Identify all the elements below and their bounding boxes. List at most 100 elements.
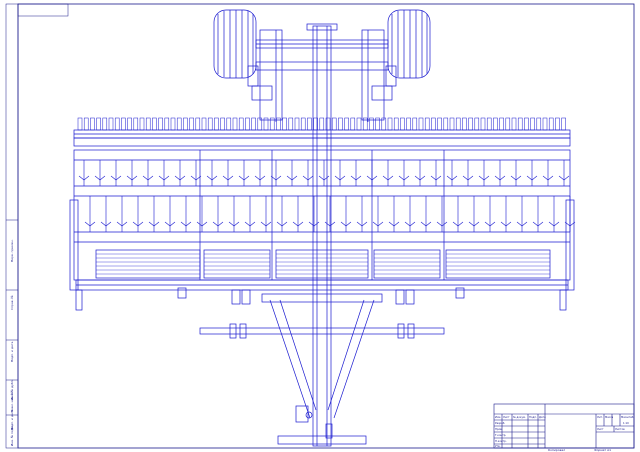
tine-tip bbox=[340, 221, 352, 227]
stamp-sheet: Лист bbox=[503, 415, 510, 419]
rear-rollers bbox=[95, 249, 551, 279]
stamp-developer: Разраб. bbox=[495, 421, 505, 425]
axle-frame bbox=[247, 29, 397, 122]
tine-tip bbox=[158, 175, 170, 181]
tine-tip bbox=[350, 175, 362, 181]
roller-tooth bbox=[238, 117, 244, 131]
roller-tooth bbox=[524, 117, 529, 131]
roller-teeth bbox=[77, 117, 566, 131]
tine-tip bbox=[190, 175, 202, 181]
roller-tooth bbox=[400, 117, 405, 131]
roller-tooth bbox=[288, 117, 294, 131]
tine-tip bbox=[148, 221, 160, 227]
roller-tooth bbox=[77, 117, 83, 131]
right-wheel bbox=[387, 9, 431, 79]
hitch-tongue bbox=[199, 293, 445, 445]
stamp-mass: Масса bbox=[605, 415, 614, 419]
tine-tip bbox=[212, 221, 224, 227]
roller-tooth bbox=[282, 117, 287, 131]
stamp-tech-control: Т.контр. bbox=[495, 433, 506, 437]
tine-tip bbox=[366, 175, 378, 181]
roller-tooth bbox=[412, 117, 418, 131]
tine-tip bbox=[462, 175, 474, 181]
stamp-scale-value: 1:10 bbox=[623, 421, 629, 425]
roller-tooth bbox=[517, 117, 523, 131]
roller-tooth bbox=[300, 117, 306, 131]
tine-tip bbox=[324, 221, 336, 227]
tine-tip bbox=[388, 221, 400, 227]
margin-label-reference: Справ. № bbox=[10, 295, 14, 310]
tine-tip bbox=[484, 221, 496, 227]
tine-tip bbox=[542, 175, 554, 181]
roller-tooth bbox=[418, 117, 424, 131]
tine-tip bbox=[244, 221, 256, 227]
stamp-scale: Масштаб bbox=[621, 415, 634, 419]
tine-tip bbox=[78, 175, 90, 181]
stamp-sheet-2: Лист bbox=[597, 427, 604, 431]
tine-tip bbox=[116, 221, 128, 227]
roller-tooth bbox=[548, 117, 554, 131]
margin-label-sign-date: Подп. и дата bbox=[10, 341, 14, 362]
central-drawbar bbox=[306, 23, 338, 447]
roller-tooth bbox=[313, 117, 318, 131]
roller-tooth bbox=[96, 117, 101, 131]
copied-label: Копировал bbox=[548, 448, 565, 452]
roller-tooth bbox=[350, 117, 356, 131]
roller-tooth bbox=[449, 117, 455, 131]
roller-tooth bbox=[102, 117, 108, 131]
roller-tooth bbox=[499, 117, 504, 131]
tine-tip bbox=[510, 175, 522, 181]
roller-tooth bbox=[505, 117, 511, 131]
tine-tip bbox=[286, 175, 298, 181]
roller-tooth bbox=[393, 117, 399, 131]
roller-tooth bbox=[152, 117, 157, 131]
tine-tip bbox=[270, 175, 282, 181]
roller-tooth bbox=[480, 117, 486, 131]
roller-tooth bbox=[344, 117, 349, 131]
tine-tip bbox=[206, 175, 218, 181]
tine-tip bbox=[132, 221, 144, 227]
roller-tooth bbox=[536, 117, 542, 131]
tine-tip bbox=[292, 221, 304, 227]
roller-tooth bbox=[127, 117, 132, 131]
roller-tooth bbox=[90, 117, 95, 131]
roller-tooth bbox=[561, 117, 566, 131]
machine-drawing bbox=[69, 9, 576, 447]
stamp-date: Дата bbox=[539, 415, 546, 419]
roller-tooth bbox=[319, 117, 325, 131]
tine-tip bbox=[468, 221, 480, 227]
tine-tip bbox=[308, 221, 320, 227]
format-label: Формат A1 bbox=[594, 448, 611, 452]
tine-tip bbox=[398, 175, 410, 181]
tine-tip bbox=[516, 221, 528, 227]
tine-tip bbox=[564, 221, 576, 227]
tine-tip bbox=[436, 221, 448, 227]
tine-tip bbox=[222, 175, 234, 181]
tine-tip bbox=[500, 221, 512, 227]
tine-tip bbox=[180, 221, 192, 227]
tine-tip bbox=[414, 175, 426, 181]
roller-tooth bbox=[437, 117, 442, 131]
roller-tooth bbox=[164, 117, 170, 131]
margin-label-primary-use: Перв. примен. bbox=[10, 239, 14, 262]
tine-tip bbox=[558, 175, 570, 181]
roller-tooth bbox=[158, 117, 163, 131]
tine-row-upper bbox=[78, 160, 570, 186]
roller-tooth bbox=[269, 117, 275, 131]
tine-tip bbox=[356, 221, 368, 227]
roller-tooth bbox=[307, 117, 312, 131]
stamp-norm-control: Н.контр. bbox=[495, 439, 507, 443]
roller-tooth bbox=[176, 117, 182, 131]
tine-tip bbox=[196, 221, 208, 227]
roller-tooth bbox=[468, 117, 473, 131]
roller-tooth bbox=[226, 117, 232, 131]
tine-tip bbox=[404, 221, 416, 227]
roller-tooth bbox=[251, 117, 256, 131]
margin-label-dup-inv: Инв. № дубл. bbox=[10, 379, 14, 400]
roller-tooth bbox=[189, 117, 194, 131]
roller-tooth bbox=[331, 117, 337, 131]
side-brackets bbox=[75, 287, 567, 311]
tine-tip bbox=[446, 175, 458, 181]
tine-tip bbox=[532, 221, 544, 227]
